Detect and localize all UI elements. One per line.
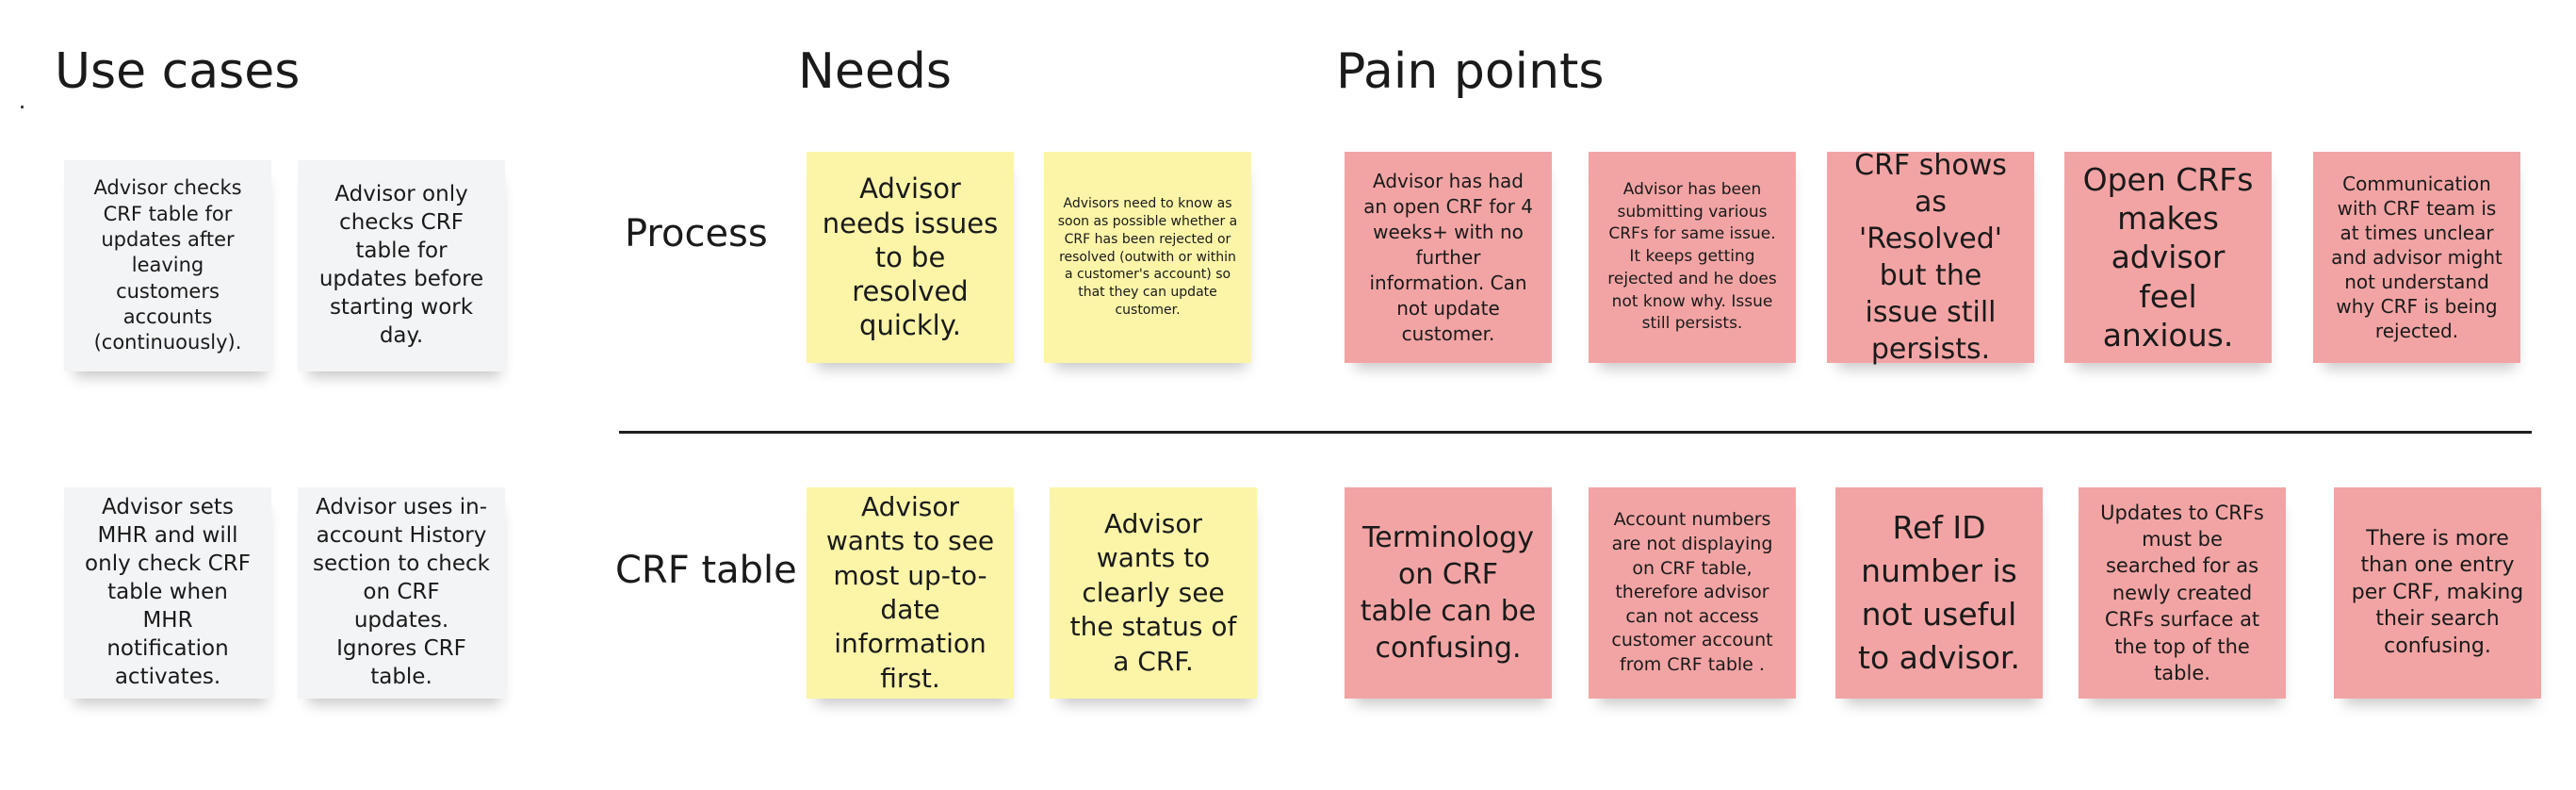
- need-note[interactable]: Advisor wants to see most up-to-date inf…: [807, 487, 1014, 699]
- row-label-process: Process: [625, 212, 768, 255]
- pain-point-note[interactable]: CRF shows as 'Resolved' but the issue st…: [1827, 149, 2034, 366]
- pain-points-heading: Pain points: [1336, 43, 1605, 100]
- use-case-note[interactable]: Advisor sets MHR and will only check CRF…: [64, 487, 271, 699]
- pain-point-note[interactable]: Updates to CRFs must be searched for as …: [2079, 487, 2286, 699]
- need-note[interactable]: Advisor needs issues to be resolved quic…: [807, 152, 1014, 363]
- stray-dot: [21, 106, 24, 108]
- pain-point-note[interactable]: There is more than one entry per CRF, ma…: [2334, 487, 2541, 699]
- row-divider: [619, 431, 2532, 434]
- pain-point-note[interactable]: Advisor has been submitting various CRFs…: [1589, 152, 1796, 363]
- need-note[interactable]: Advisor wants to clearly see the status …: [1050, 487, 1257, 699]
- pain-point-note[interactable]: Ref ID number is not useful to advisor.: [1835, 487, 2043, 699]
- needs-heading: Needs: [798, 43, 952, 100]
- row-label-crf-table: CRF table: [615, 549, 797, 592]
- pain-point-note[interactable]: Open CRFs makes advisor feel anxious.: [2064, 152, 2272, 363]
- use-cases-heading: Use cases: [55, 43, 301, 100]
- use-case-note[interactable]: Advisor only checks CRF table for update…: [298, 160, 505, 371]
- use-case-note[interactable]: Advisor checks CRF table for updates aft…: [64, 160, 271, 371]
- pain-point-note[interactable]: Account numbers are not displaying on CR…: [1589, 487, 1796, 699]
- pain-point-note[interactable]: Communication with CRF team is at times …: [2313, 152, 2520, 363]
- pain-point-note[interactable]: Terminology on CRF table can be confusin…: [1345, 487, 1552, 699]
- need-note[interactable]: Advisors need to know as soon as possibl…: [1044, 152, 1251, 363]
- pain-point-note[interactable]: Advisor has had an open CRF for 4 weeks+…: [1345, 152, 1552, 363]
- use-case-note[interactable]: Advisor uses in-account History section …: [298, 487, 505, 699]
